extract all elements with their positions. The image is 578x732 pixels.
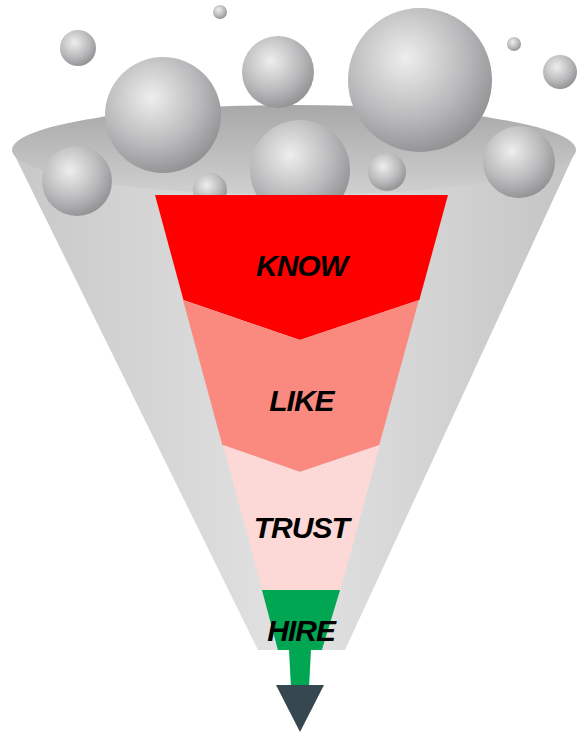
funnel-cone [12,150,576,650]
stage-label: TRUST [223,511,380,544]
funnel-band: HIRE [246,590,356,650]
arrow-head [276,685,324,732]
band-fill [223,445,380,590]
stage-label: KNOW [155,249,448,282]
bubbles [42,5,577,220]
band-fill [183,300,419,472]
funnel-band: TRUST [223,445,380,590]
arrow-shaft [289,650,311,688]
stage-label: LIKE [183,384,419,417]
stage-label: HIRE [246,614,356,647]
funnel-band: LIKE [183,300,419,472]
